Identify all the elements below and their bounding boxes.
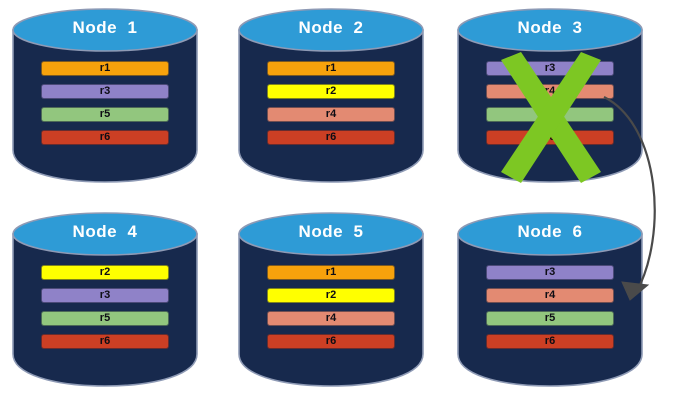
- cylinder-top: [12, 8, 198, 52]
- replica-bar[interactable]: r6: [486, 130, 614, 145]
- replica-label: r2: [325, 85, 337, 97]
- replica-bar[interactable]: r2: [267, 84, 395, 99]
- replica-label: r5: [544, 108, 556, 120]
- replica-list: r1 r3 r5 r6: [41, 61, 169, 153]
- replica-label: r6: [544, 335, 556, 347]
- replica-label: r1: [325, 266, 337, 278]
- replica-bar[interactable]: r6: [41, 334, 169, 349]
- replica-label: r3: [544, 62, 556, 74]
- replica-label: r6: [325, 335, 337, 347]
- replica-label: r6: [99, 131, 111, 143]
- cylinder-top: [238, 212, 424, 256]
- replica-label: r4: [325, 312, 337, 324]
- replica-bar[interactable]: r5: [41, 311, 169, 326]
- replica-bar[interactable]: r3: [486, 61, 614, 76]
- replica-bar[interactable]: r1: [267, 61, 395, 76]
- replica-label: r2: [99, 266, 111, 278]
- replica-bar[interactable]: r4: [267, 107, 395, 122]
- replica-bar[interactable]: r4: [486, 288, 614, 303]
- replica-bar[interactable]: r6: [41, 130, 169, 145]
- replica-list: r1 r2 r4 r6: [267, 265, 395, 357]
- replica-bar[interactable]: r3: [41, 84, 169, 99]
- replica-label: r3: [99, 85, 111, 97]
- replica-bar[interactable]: r6: [267, 130, 395, 145]
- replica-label: r5: [99, 108, 111, 120]
- replica-bar[interactable]: r6: [267, 334, 395, 349]
- replica-label: r4: [325, 108, 337, 120]
- replica-list: r3 r4 r5 r6: [486, 265, 614, 357]
- replica-bar[interactable]: r1: [267, 265, 395, 280]
- cylinder-top: [12, 212, 198, 256]
- replica-bar[interactable]: r5: [486, 311, 614, 326]
- replica-bar[interactable]: r3: [486, 265, 614, 280]
- cylinder-top: [457, 8, 643, 52]
- replica-label: r5: [544, 312, 556, 324]
- replica-bar[interactable]: r4: [267, 311, 395, 326]
- replica-list: r3 r4 r5 r6: [486, 61, 614, 153]
- replica-label: r5: [99, 312, 111, 324]
- replica-label: r1: [99, 62, 111, 74]
- replica-bar[interactable]: r6: [486, 334, 614, 349]
- replica-label: r4: [544, 289, 556, 301]
- replica-label: r6: [325, 131, 337, 143]
- cylinder-top: [457, 212, 643, 256]
- replica-bar[interactable]: r5: [486, 107, 614, 122]
- replica-label: r1: [325, 62, 337, 74]
- replica-bar[interactable]: r4: [486, 84, 614, 99]
- replica-bar[interactable]: r1: [41, 61, 169, 76]
- replica-list: r2 r3 r5 r6: [41, 265, 169, 357]
- replica-bar[interactable]: r3: [41, 288, 169, 303]
- replica-label: r6: [544, 131, 556, 143]
- replica-label: r3: [544, 266, 556, 278]
- cylinder-top: [238, 8, 424, 52]
- replica-label: r6: [99, 335, 111, 347]
- replica-label: r2: [325, 289, 337, 301]
- replica-bar[interactable]: r5: [41, 107, 169, 122]
- replica-label: r3: [99, 289, 111, 301]
- replica-list: r1 r2 r4 r6: [267, 61, 395, 153]
- replica-label: r4: [544, 85, 556, 97]
- replica-bar[interactable]: r2: [41, 265, 169, 280]
- replica-bar[interactable]: r2: [267, 288, 395, 303]
